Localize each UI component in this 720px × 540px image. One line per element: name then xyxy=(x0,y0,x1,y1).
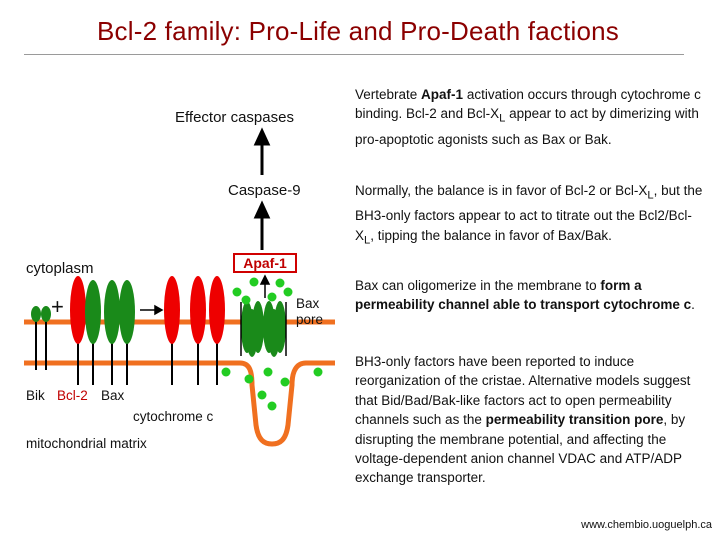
bax-label: Bax xyxy=(101,388,125,403)
paragraph-bh3-only: BH3-only factors have been reported to i… xyxy=(355,354,691,486)
bax-pore-label: Bax pore xyxy=(296,296,323,328)
bax-proteins xyxy=(85,280,135,344)
inner-membrane-crista xyxy=(24,360,335,447)
bax-pore-label-line2: pore xyxy=(296,312,324,327)
arrowhead-casp9 xyxy=(253,200,271,219)
pathway-arrows xyxy=(253,127,271,250)
paragraph-apaf1: Vertebrate Apaf-1 activation occurs thro… xyxy=(355,87,701,147)
cytochrome-c-label: cytochrome c xyxy=(133,409,214,424)
cytoplasm-label: cytoplasm xyxy=(26,260,94,277)
mitochondrial-matrix-label: mitochondrial matrix xyxy=(26,436,147,451)
paragraph-bax-oligomerize: Bax can oligomerize in the membrane to f… xyxy=(355,278,695,313)
bcl2-label: Bcl-2 xyxy=(57,388,88,403)
bax-pore-label-line1: Bax xyxy=(296,296,320,311)
arrow-pore-to-apaf xyxy=(259,274,271,298)
arrowhead-effector xyxy=(253,127,271,146)
paragraph-balance: Normally, the balance is in favor of Bcl… xyxy=(355,183,703,247)
bik-label: Bik xyxy=(26,388,45,403)
caspase9-label: Caspase-9 xyxy=(228,182,301,199)
bax-pore-outline xyxy=(240,302,287,356)
plus-sign: + xyxy=(51,294,64,319)
apaf1-label: Apaf-1 xyxy=(233,253,297,273)
bax-pore xyxy=(241,301,286,357)
effector-caspases-label: Effector caspases xyxy=(175,109,294,126)
arrow-to-pore xyxy=(140,304,164,316)
bik-proteins xyxy=(31,306,51,322)
page-title: Bcl-2 family: Pro-Life and Pro-Death fac… xyxy=(97,16,619,46)
cytochrome-c-dots xyxy=(221,277,323,411)
bcl2-proteins xyxy=(70,276,225,344)
source-url: www.chembio.uoguelph.ca xyxy=(581,519,712,531)
title-divider xyxy=(24,54,684,55)
